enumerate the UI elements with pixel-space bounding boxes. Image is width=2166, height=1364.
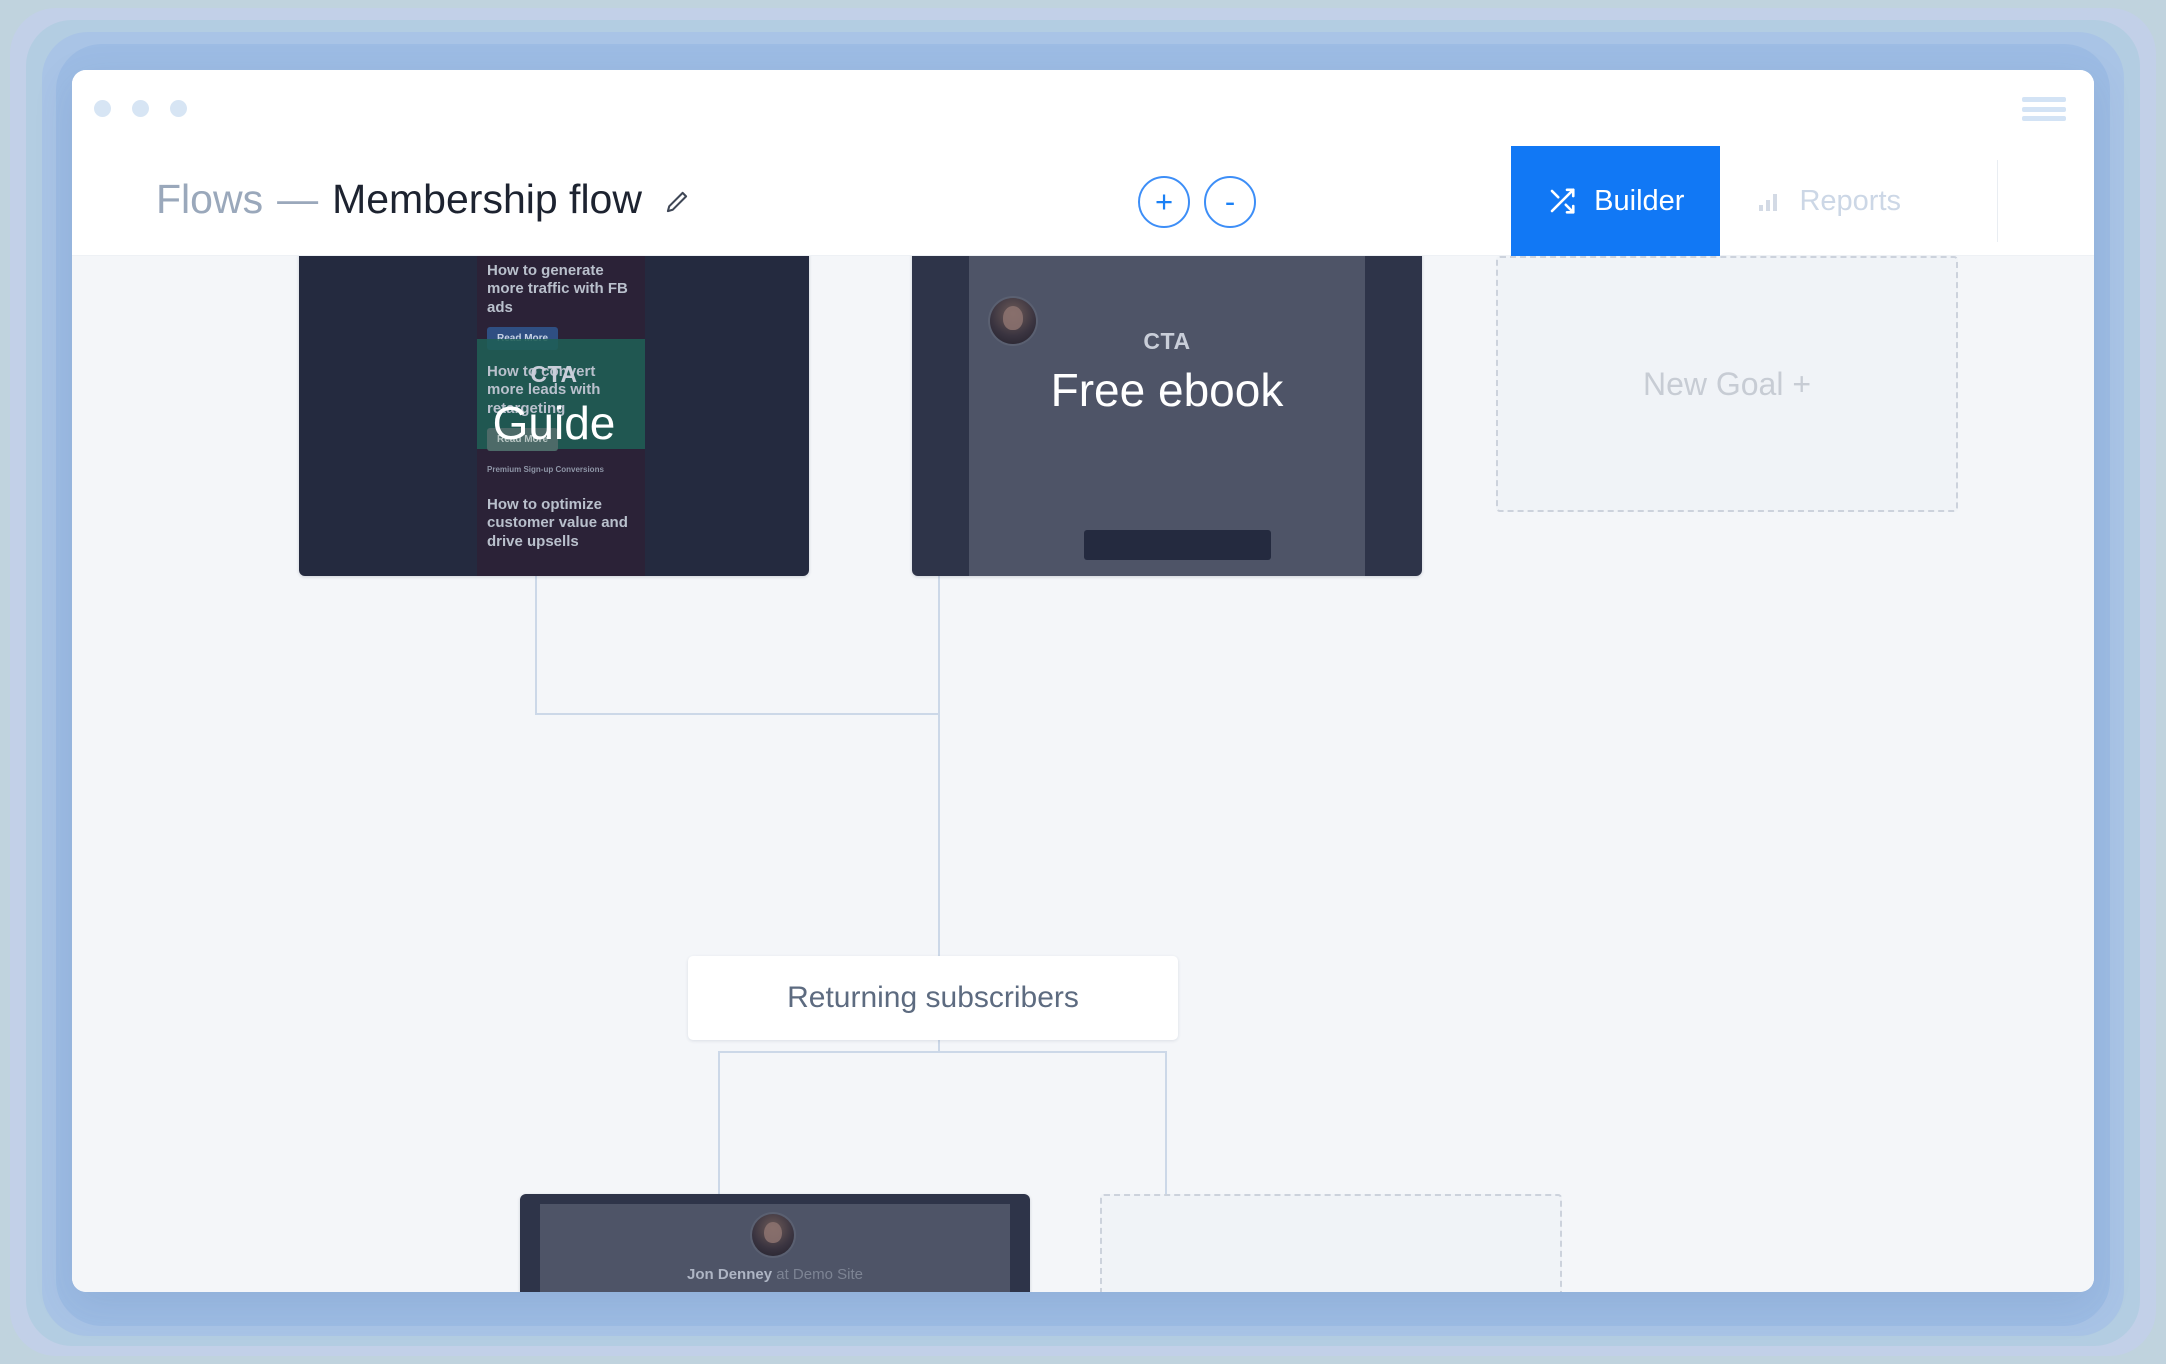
breadcrumb-separator: —	[277, 176, 319, 222]
tab-builder[interactable]: Builder	[1511, 146, 1721, 256]
blog-meta-line: Premium Sign-up Conversions	[477, 452, 645, 488]
card-free-ebook[interactable]: CTA Free ebook	[912, 256, 1422, 576]
byline-author: Jon Denney	[687, 1266, 773, 1283]
window-dot-maximize[interactable]	[170, 100, 187, 117]
connector-guide-down	[535, 576, 537, 714]
tab-reports-label: Reports	[1799, 184, 1901, 217]
author-avatar	[990, 298, 1036, 344]
connector-node-down	[938, 840, 940, 1052]
page-title: Flows — Membership flow	[156, 176, 690, 223]
window-dot-minimize[interactable]	[132, 100, 149, 117]
zoom-in-button[interactable]: +	[1138, 176, 1190, 228]
header-tabs: Builder Reports	[1511, 146, 1998, 256]
new-goal-placeholder-bottom[interactable]: New Goal +	[1100, 1194, 1562, 1292]
connector-horizontal-top	[535, 713, 938, 715]
breadcrumb[interactable]: Flows	[156, 176, 264, 222]
app-window: Flows — Membership flow + -	[72, 70, 2094, 1292]
flow-node-label: Returning subscribers	[787, 981, 1079, 1014]
tab-reports[interactable]: Reports	[1720, 146, 1937, 256]
blog-post: How to optimize customer value and drive…	[477, 484, 645, 563]
blog-meta-text: Premium Sign-up Conversions	[487, 465, 604, 474]
guide-blog-preview: How to generate more traffic with FB ads…	[477, 256, 645, 576]
connector-newgoal-down	[1165, 1051, 1167, 1194]
bar-chart-icon	[1756, 189, 1782, 213]
blog-headline: How to convert more leads with retargeti…	[487, 363, 601, 417]
zoom-out-button[interactable]: -	[1204, 176, 1256, 228]
app-header: Flows — Membership flow + -	[72, 146, 2094, 256]
flow-node-returning-subscribers[interactable]: Returning subscribers	[688, 956, 1178, 1040]
blog-read-more-button[interactable]: Read More	[487, 427, 559, 451]
window-titlebar	[72, 70, 2094, 146]
header-divider	[1997, 160, 1998, 242]
hamburger-icon[interactable]	[2022, 94, 2066, 124]
new-goal-top-label: New Goal +	[1642, 365, 1812, 402]
card-membership[interactable]: Jon Denney at Demo Site Want to join a t…	[520, 1194, 1030, 1292]
window-dot-close[interactable]	[94, 100, 111, 117]
zoom-controls: + -	[1138, 176, 1256, 228]
pencil-icon[interactable]	[664, 189, 690, 215]
connector-ebook-down	[938, 576, 940, 956]
shuffle-icon	[1547, 186, 1577, 216]
new-goal-placeholder-top[interactable]: New Goal +	[1496, 256, 1958, 512]
byline-site: at Demo Site	[772, 1266, 863, 1283]
membership-byline: Jon Denney at Demo Site	[520, 1266, 1030, 1283]
window-traffic-lights	[94, 100, 187, 117]
ebook-inner-panel	[969, 256, 1365, 576]
connector-membership-down	[718, 1051, 720, 1194]
ebook-button-bar	[1084, 530, 1271, 560]
flow-canvas[interactable]: How to generate more traffic with FB ads…	[72, 256, 2094, 1292]
blog-headline: How to optimize customer value and drive…	[487, 496, 628, 550]
blog-headline: How to generate more traffic with FB ads	[487, 262, 628, 316]
connector-horizontal-bottom	[718, 1051, 1166, 1053]
author-avatar	[752, 1214, 794, 1256]
blog-post: How to convert more leads with retargeti…	[477, 351, 645, 463]
flow-name: Membership flow	[332, 176, 642, 222]
card-guide[interactable]: How to generate more traffic with FB ads…	[299, 256, 809, 576]
tab-builder-label: Builder	[1594, 184, 1685, 217]
